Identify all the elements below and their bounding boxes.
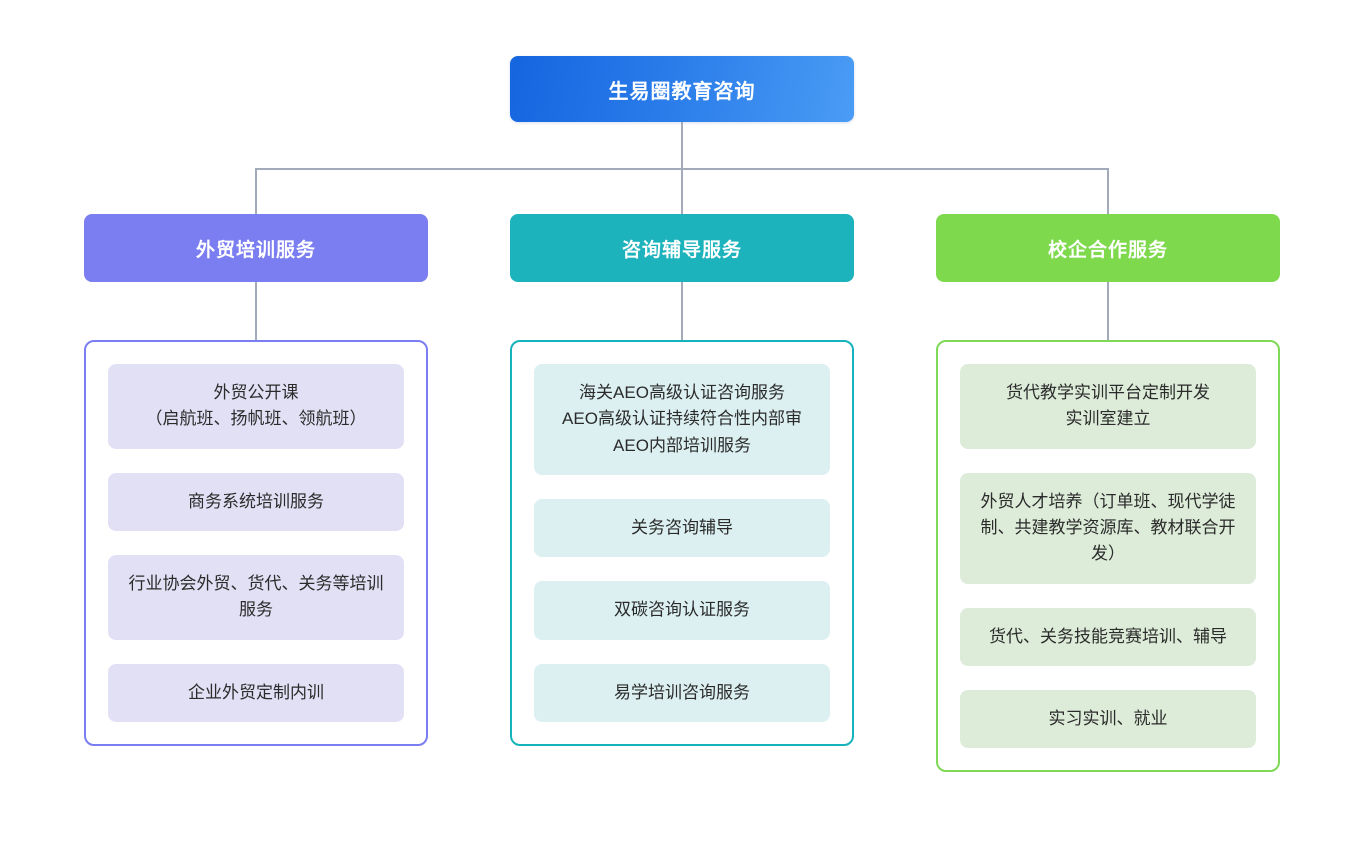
leaf-card[interactable]: 海关AEO高级认证咨询服务 AEO高级认证持续符合性内部审 AEO内部培训服务 [534,364,830,476]
connector-root-stem [681,122,683,169]
connector-header-to-group-3 [1107,282,1109,342]
connector-drop-branch-2 [681,168,683,214]
leaf-card[interactable]: 外贸公开课 （启航班、扬帆班、领航班） [108,364,404,449]
branch-column-校企合作服务: 校企合作服务 货代教学实训平台定制开发 实训室建立 外贸人才培养（订单班、现代学… [936,214,1280,773]
leaf-card[interactable]: 易学培训咨询服务 [534,663,830,723]
leaf-card-label: 行业协会外贸、货代、关务等培训服务 [128,574,384,620]
branch-header-label: 咨询辅导服务 [621,239,742,261]
leaf-card-label: 实习实训、就业 [1048,709,1168,729]
leaf-card-label: 外贸人才培养（订单班、现代学徒制、共建教学资源库、教材联合开发） [980,491,1236,564]
leaf-card-label: 货代教学实训平台定制开发 实训室建立 [1006,383,1210,429]
leaf-card[interactable]: 外贸人才培养（订单班、现代学徒制、共建教学资源库、教材联合开发） [960,472,1256,584]
leaf-card[interactable]: 双碳咨询认证服务 [534,581,830,640]
leaf-card[interactable]: 企业外贸定制内训 [108,663,404,723]
leaf-card-label: 易学培训咨询服务 [614,682,750,702]
leaf-card-label: 双碳咨询认证服务 [614,600,750,620]
connector-drop-branch-3 [1107,168,1109,214]
leaf-card-label: 商务系统培训服务 [188,491,324,511]
branch-group-咨询辅导服务: 海关AEO高级认证咨询服务 AEO高级认证持续符合性内部审 AEO内部培训服务 … [510,340,854,747]
leaf-card[interactable]: 关务咨询辅导 [534,499,830,558]
connector-header-to-group-2 [681,282,683,342]
connector-header-to-group-1 [255,282,257,342]
leaf-card[interactable]: 实习实训、就业 [960,690,1256,749]
branch-header-label: 校企合作服务 [1047,239,1168,261]
branch-header-label: 外贸培训服务 [195,239,316,261]
leaf-card[interactable]: 行业协会外贸、货代、关务等培训服务 [108,555,404,640]
leaf-card-label: 外贸公开课 （启航班、扬帆班、领航班） [145,383,367,429]
leaf-card[interactable]: 商务系统培训服务 [108,472,404,532]
leaf-card[interactable]: 货代教学实训平台定制开发 实训室建立 [960,364,1256,449]
branch-group-校企合作服务: 货代教学实训平台定制开发 实训室建立 外贸人才培养（订单班、现代学徒制、共建教学… [936,340,1280,773]
root-node-生易圈教育咨询[interactable]: 生易圈教育咨询 [510,56,854,122]
branch-group-外贸培训服务: 外贸公开课 （启航班、扬帆班、领航班） 商务系统培训服务 行业协会外贸、货代、关… [84,340,428,747]
branch-column-外贸培训服务: 外贸培训服务 外贸公开课 （启航班、扬帆班、领航班） 商务系统培训服务 行业协会… [84,214,428,747]
branch-column-咨询辅导服务: 咨询辅导服务 海关AEO高级认证咨询服务 AEO高级认证持续符合性内部审 AEO… [510,214,854,747]
connector-drop-branch-1 [255,168,257,214]
leaf-card-label: 企业外贸定制内训 [188,682,324,702]
root-node-label: 生易圈教育咨询 [608,80,756,103]
leaf-card[interactable]: 货代、关务技能竞赛培训、辅导 [960,607,1256,667]
branch-header-校企合作服务[interactable]: 校企合作服务 [936,214,1280,282]
leaf-card-label: 货代、关务技能竞赛培训、辅导 [989,626,1227,646]
leaf-card-label: 海关AEO高级认证咨询服务 AEO高级认证持续符合性内部审 AEO内部培训服务 [562,383,802,455]
branch-header-外贸培训服务[interactable]: 外贸培训服务 [84,214,428,282]
branch-header-咨询辅导服务[interactable]: 咨询辅导服务 [510,214,854,282]
leaf-card-label: 关务咨询辅导 [631,518,733,538]
